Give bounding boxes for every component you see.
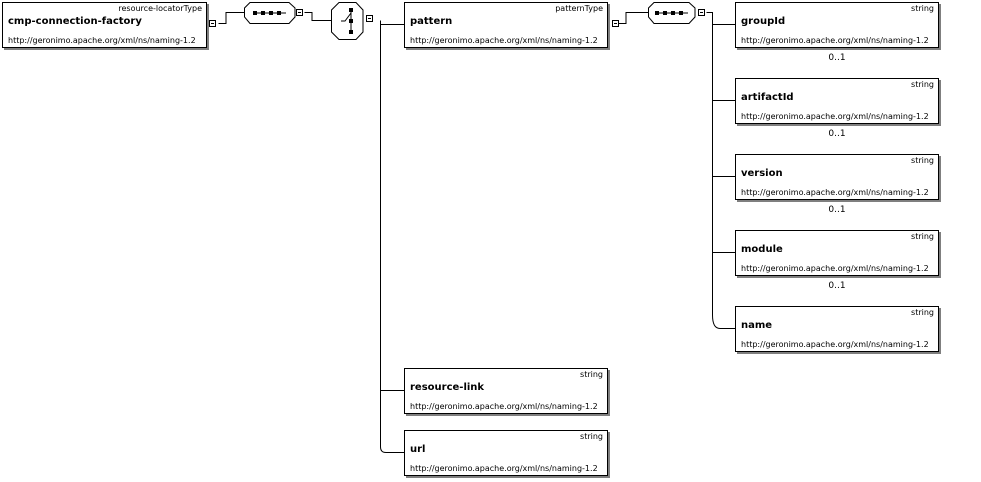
element-type: resource-locatorType — [118, 4, 202, 13]
collapse-toggle-choice[interactable] — [366, 15, 373, 22]
element-type: string — [911, 232, 934, 241]
element-type: string — [580, 370, 603, 379]
element-namespace: http://geronimo.apache.org/xml/ns/naming… — [410, 36, 598, 45]
element-namespace: http://geronimo.apache.org/xml/ns/naming… — [8, 36, 196, 45]
element-type: string — [911, 4, 934, 13]
element-name: artifactId — [741, 92, 794, 103]
url-element-box[interactable]: string url http://geronimo.apache.org/xm… — [404, 430, 608, 476]
resource-link-element-box[interactable]: string resource-link http://geronimo.apa… — [404, 368, 608, 414]
collapse-toggle-pattern[interactable] — [612, 20, 619, 27]
element-box-name[interactable]: string name http://geronimo.apache.org/x… — [735, 306, 939, 352]
element-box-artifactId[interactable]: string artifactId http://geronimo.apache… — [735, 78, 939, 124]
element-namespace: http://geronimo.apache.org/xml/ns/naming… — [741, 36, 929, 45]
element-name: groupId — [741, 16, 786, 27]
sequence-compositor-icon — [244, 2, 296, 24]
occurrence-label: 0..1 — [828, 129, 846, 139]
occurrence-label: 0..1 — [828, 205, 846, 215]
element-namespace: http://geronimo.apache.org/xml/ns/naming… — [741, 112, 929, 121]
element-name: url — [410, 444, 426, 455]
occurrence-label: 0..1 — [828, 53, 846, 63]
element-name: version — [741, 168, 783, 179]
element-type: string — [911, 156, 934, 165]
element-namespace: http://geronimo.apache.org/xml/ns/naming… — [741, 188, 929, 197]
element-name: module — [741, 244, 783, 255]
element-name: name — [741, 320, 773, 331]
element-name: resource-link — [410, 382, 485, 393]
element-name: pattern — [410, 16, 453, 27]
element-name: cmp-connection-factory — [8, 16, 142, 27]
sequence-compositor-icon — [648, 2, 696, 24]
element-type: string — [911, 308, 934, 317]
element-type: patternType — [555, 4, 603, 13]
pattern-element-box[interactable]: patternType pattern http://geronimo.apac… — [404, 2, 608, 48]
element-type: string — [580, 432, 603, 441]
choice-compositor-icon — [331, 2, 364, 40]
collapse-toggle-sequence[interactable] — [296, 9, 303, 16]
element-namespace: http://geronimo.apache.org/xml/ns/naming… — [741, 264, 929, 273]
element-namespace: http://geronimo.apache.org/xml/ns/naming… — [741, 340, 929, 349]
occurrence-label: 0..1 — [828, 281, 846, 291]
element-type: string — [911, 80, 934, 89]
element-box-version[interactable]: string version http://geronimo.apache.or… — [735, 154, 939, 200]
element-box-groupId[interactable]: string groupId http://geronimo.apache.or… — [735, 2, 939, 48]
element-namespace: http://geronimo.apache.org/xml/ns/naming… — [410, 464, 598, 473]
root-element-box[interactable]: resource-locatorType cmp-connection-fact… — [2, 2, 207, 48]
collapse-toggle-pattern-sequence[interactable] — [698, 9, 705, 16]
element-namespace: http://geronimo.apache.org/xml/ns/naming… — [410, 402, 598, 411]
element-box-module[interactable]: string module http://geronimo.apache.org… — [735, 230, 939, 276]
collapse-toggle-root[interactable] — [209, 20, 216, 27]
